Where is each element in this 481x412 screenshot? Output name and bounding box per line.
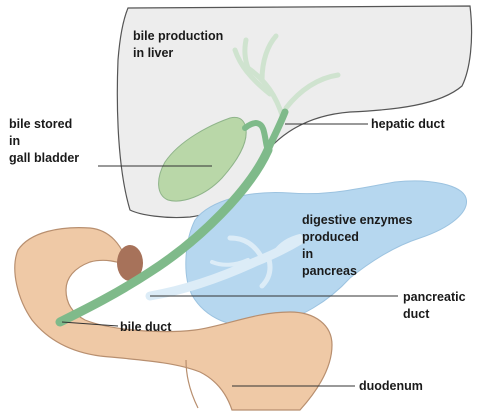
label-bile-stored: bile stored in gall bladder bbox=[9, 116, 79, 167]
label-duodenum: duodenum bbox=[359, 378, 423, 395]
label-hepatic-duct: hepatic duct bbox=[371, 116, 445, 133]
label-pancreatic-duct: pancreatic duct bbox=[403, 289, 466, 323]
label-bile-duct: bile duct bbox=[120, 319, 171, 336]
label-digestive-enzymes: digestive enzymes produced in pancreas bbox=[302, 212, 412, 280]
label-bile-production: bile production in liver bbox=[133, 28, 223, 62]
